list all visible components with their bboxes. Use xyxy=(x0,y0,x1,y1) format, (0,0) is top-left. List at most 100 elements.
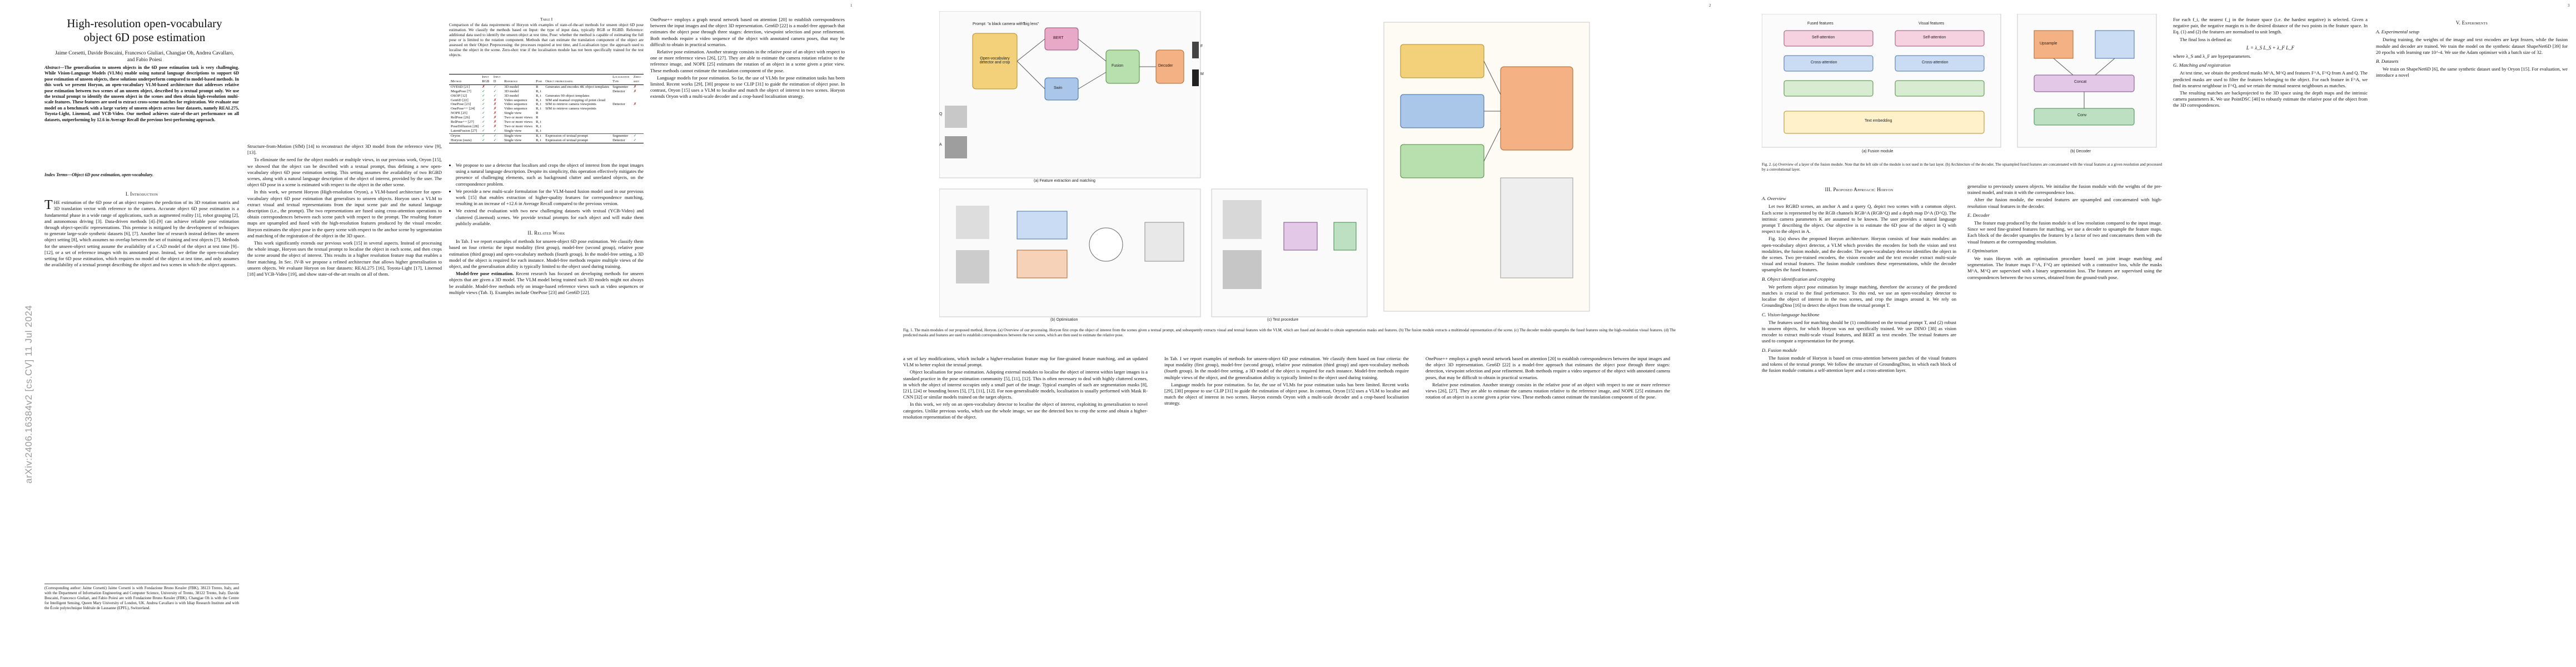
table-cell: ✓ xyxy=(482,115,485,120)
table-cell: ✓ xyxy=(482,102,485,107)
table-cell: ✓ xyxy=(631,133,644,138)
paper-title: High-resolution open-vocabulary object 6… xyxy=(67,17,222,44)
table-cell xyxy=(611,98,632,103)
table-cell: LatentFusion [27] xyxy=(451,128,477,133)
section-heading-intro: I. Introduction xyxy=(125,191,158,197)
paragraph: Language models for pose estimation. So … xyxy=(650,74,845,99)
page3-column-2: generalise to previously unseen objects.… xyxy=(1967,183,2162,282)
table-cell: MegaPose [7] xyxy=(451,89,471,93)
table-cell: RelPose++ [27] xyxy=(451,120,474,125)
table-cell xyxy=(544,120,611,125)
figure-2-diagram xyxy=(1761,13,2157,148)
paragraph: We train on ShapeNet6D [6], the same syn… xyxy=(2376,66,2568,78)
table-cell: Single view xyxy=(504,128,522,133)
visual-features-label: Visual features xyxy=(1919,22,1945,26)
paragraph: At test time, we obtain the predicted ma… xyxy=(2173,70,2368,88)
contribution-item: We extend the evaluation with two new ch… xyxy=(456,208,644,227)
mask-label: M xyxy=(1200,72,1204,76)
paragraph: Model-free pose estimation. Recent resea… xyxy=(449,271,644,295)
table-cell: 3D model xyxy=(504,89,519,93)
paragraph: Fig. 1(a) shows the proposed Horyon arch… xyxy=(1762,236,1956,273)
table-cell: Two or more views xyxy=(504,124,533,128)
self-attention-label: Self-attention xyxy=(1923,36,1946,39)
table-cell: Horyon (ours) xyxy=(449,138,481,143)
table-cell: ✗ xyxy=(493,111,497,116)
table-cell: SfM to retrieve camera viewpoints xyxy=(545,102,596,107)
subsection-heading: G. Matching and registration xyxy=(2173,62,2231,68)
subsection-heading: F. Optimisation xyxy=(1967,247,1998,253)
table-cell: Video sequence xyxy=(504,107,527,111)
paragraph: where λ_S and λ_F are hyperparameters. xyxy=(2173,53,2251,59)
table-cell: 3D model xyxy=(504,84,519,89)
contribution-list: We propose to use a detector that locali… xyxy=(456,162,644,227)
table-cell: ✓ xyxy=(482,111,485,116)
table-cell: R, t xyxy=(536,128,541,133)
drop-cap: T xyxy=(44,198,53,213)
table-cell: Detector xyxy=(612,102,625,107)
swin-label: Swin xyxy=(1054,86,1063,90)
table-cell xyxy=(611,116,632,120)
table-cell: Single view xyxy=(502,138,535,143)
table-cell: RelPose [26] xyxy=(451,116,470,120)
subsection-heading: A. Overview xyxy=(1762,196,1786,202)
cross-attention-label: Cross-attention xyxy=(1811,61,1837,64)
contribution-item: We propose to use a detector that locali… xyxy=(456,162,644,187)
prompt-label: Prompt: "a black camera with big lens" xyxy=(973,22,1039,26)
table-cell: ✗ xyxy=(493,123,497,128)
concat-label: Concat xyxy=(2074,80,2087,84)
abstract: Abstract—The generalisation to unseen ob… xyxy=(44,65,239,123)
paragraph-title: Model-free pose estimation. xyxy=(456,271,514,277)
table-cell xyxy=(611,111,632,116)
paragraph: Relative pose estimation. Another strate… xyxy=(650,49,845,73)
table-cell: R xyxy=(536,111,539,116)
table-cell: Segmenter xyxy=(612,84,629,89)
paragraph: The features used for matching should be… xyxy=(1762,319,1956,344)
table-cell: ✗ xyxy=(493,106,497,111)
table-cell: Single view xyxy=(502,133,535,138)
table-cell xyxy=(544,125,611,129)
table-cell: ✓ xyxy=(482,120,485,125)
paragraph: OnePose++ employs a graph neural network… xyxy=(650,17,845,47)
table-cell: Generates 90 object templates xyxy=(545,93,590,98)
subsection-heading: D. Fusion module xyxy=(1762,347,1797,353)
table-cell: R, t xyxy=(536,89,541,93)
conv-label: Conv xyxy=(2077,113,2087,117)
paragraph: In this work, we present Horyon (High-re… xyxy=(247,189,442,238)
table-cell xyxy=(632,111,644,116)
table-cell: ✓ xyxy=(482,128,485,133)
table-cell: ✗ xyxy=(493,97,497,102)
table-cell: ✓ xyxy=(493,93,497,98)
fused-features-label: Fused features xyxy=(1807,22,1833,26)
table-cell xyxy=(544,89,611,94)
table-cell: OVE6D [21] xyxy=(451,84,470,89)
table-header-cell: Input RGB xyxy=(480,74,492,85)
table-header-cell: Reference xyxy=(502,74,535,85)
decoder-label: Decoder xyxy=(1158,64,1173,68)
table-cell: ✓ xyxy=(491,133,503,138)
table-cell: OnePose [23] xyxy=(451,102,471,107)
table-cell: SfM and manual cropping of point cloud xyxy=(545,98,605,102)
subsection-heading: B. Datasets xyxy=(2376,58,2399,64)
table-cell: ✗ xyxy=(493,115,497,120)
subcaption-c: (c) Test procedure xyxy=(1267,318,1299,322)
cross-attention-label: Cross-attention xyxy=(1922,61,1949,64)
table-cell: R, t xyxy=(536,120,541,125)
subcaption-b: (b) Optimisation xyxy=(1050,318,1078,322)
query-label: Q xyxy=(939,112,943,116)
section-heading-experiments: V. Experiments xyxy=(2455,20,2488,26)
table-cell: Two or more views xyxy=(504,116,533,120)
table-header-cell: Pose xyxy=(534,74,544,85)
page1-column-3: We propose to use a detector that locali… xyxy=(449,162,644,297)
page3-column-4: V. Experiments A. Experimental setup Dur… xyxy=(2376,17,2568,80)
page1-column-2: Structure-from-Motion (SfM) [14] to reco… xyxy=(247,143,442,278)
arxiv-stamp: arXiv:2406.16384v2 [cs.CV] 11 Jul 2024 xyxy=(23,305,34,484)
paragraph: We train Horyon with an optimisation pro… xyxy=(1967,256,2162,280)
table-cell: ✓ xyxy=(482,93,485,98)
